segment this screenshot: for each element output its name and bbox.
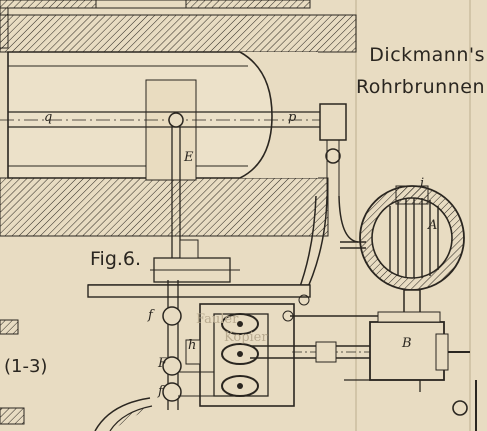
label-E: E — [184, 150, 194, 165]
piston-inner-block — [145, 79, 197, 181]
label-F: F — [158, 356, 168, 371]
pipe-down — [297, 195, 317, 293]
figure-label: Fig.6. — [90, 248, 142, 270]
bottom-arc — [94, 397, 151, 431]
faint-text-b: Kopier — [224, 330, 268, 345]
label-p: p — [288, 110, 297, 125]
lower-casing — [0, 177, 329, 237]
rod-end-fitting — [319, 103, 347, 141]
piston-body — [7, 51, 273, 179]
label-h: h — [188, 338, 197, 353]
boiler-tubes — [389, 198, 439, 278]
label-i: i — [420, 176, 425, 191]
axle-dot — [237, 351, 243, 357]
drawing-title-line-2: Rohrbrunnen — [355, 76, 485, 98]
side-label: (1-3) — [4, 356, 48, 377]
label-B: B — [402, 336, 412, 351]
left-edge-block — [0, 407, 25, 425]
cylinder-B-end — [435, 333, 449, 371]
label-f: f — [148, 308, 153, 323]
cylinder-B — [369, 321, 445, 381]
label-q: q — [44, 110, 53, 125]
cylinder-B-cap — [377, 311, 441, 323]
pivot-f2 — [162, 382, 182, 402]
label-f-lower: f — [158, 384, 163, 399]
label-A: A — [428, 218, 438, 233]
boiler-inner — [371, 197, 453, 279]
pivot-circle — [168, 112, 184, 128]
top-opening — [95, 0, 187, 9]
upper-joint — [282, 310, 294, 322]
guide-block — [179, 239, 199, 259]
boiler-dome — [395, 185, 429, 205]
upper-casing — [0, 14, 357, 53]
coil-loop — [452, 400, 468, 416]
axle-dot — [237, 321, 243, 327]
pipe-connection — [338, 195, 359, 243]
joint-circle — [325, 148, 341, 164]
bottom-arc-hatched — [109, 405, 153, 431]
pivot-F — [162, 356, 182, 376]
drawing-title-line-1: Dickmann's — [369, 44, 485, 66]
rod-coupling — [315, 341, 337, 363]
axle-dot — [237, 383, 243, 389]
pivot-f — [162, 306, 182, 326]
left-edge-block — [0, 319, 19, 335]
base-plate — [87, 284, 311, 298]
pipe-joint — [298, 294, 310, 306]
lever-block-h — [185, 339, 201, 365]
faint-text-a: Fauler — [196, 312, 239, 327]
